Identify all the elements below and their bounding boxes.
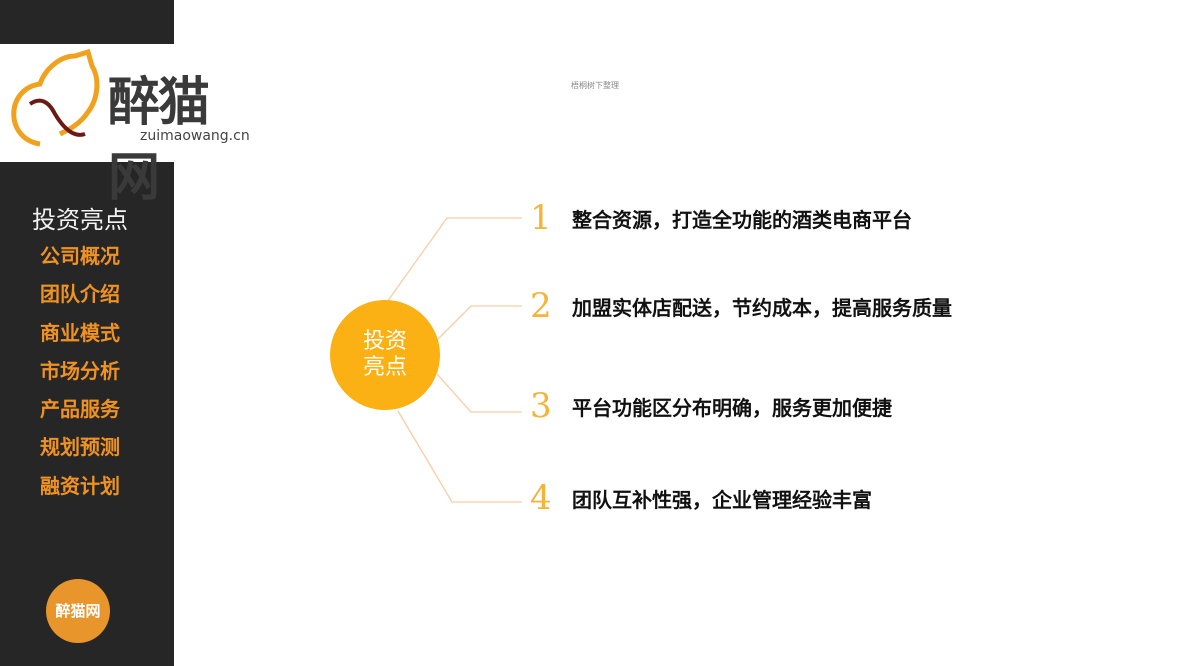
connector-3 <box>436 373 522 413</box>
sidebar-nav: 公司概况 团队介绍 商业模式 市场分析 产品服务 规划预测 融资计划 <box>40 240 120 508</box>
connector-1 <box>386 217 522 303</box>
point-number: 1 <box>530 198 552 238</box>
point-text: 整合资源，打造全功能的酒类电商平台 <box>572 207 912 232</box>
sidebar-item-business-model[interactable]: 商业模式 <box>40 320 120 345</box>
point-text: 平台功能区分布明确，服务更加便捷 <box>572 395 892 420</box>
sidebar-title: 投资亮点 <box>32 206 128 234</box>
brand-badge[interactable]: 醉猫网 <box>46 579 110 643</box>
point-number: 2 <box>530 286 552 326</box>
sidebar-item-forecast[interactable]: 规划预测 <box>40 435 120 460</box>
cat-logo-icon <box>11 48 100 147</box>
logo-wordmark: 醉猫网 <box>108 73 210 208</box>
sidebar-item-company[interactable]: 公司概况 <box>40 244 120 268</box>
hub-label: 投资亮点 <box>362 329 407 380</box>
sidebar-item-team[interactable]: 团队介绍 <box>40 282 120 307</box>
point-4: 4 团队互补性强，企业管理经验丰富 <box>530 478 872 518</box>
sidebar: 醉猫网 zuimaowang.cn 投资亮点 公司概况 团队介绍 商业模式 市场… <box>0 0 250 666</box>
hub-circle: 投资亮点 <box>330 300 440 410</box>
sidebar-item-market[interactable]: 市场分析 <box>40 358 120 383</box>
caption: 梧桐树下整理 <box>571 81 619 90</box>
point-text: 加盟实体店配送，节约成本，提高服务质量 <box>572 295 952 320</box>
point-1: 1 整合资源，打造全功能的酒类电商平台 <box>530 198 912 238</box>
logo-url: zuimaowang.cn <box>140 128 250 144</box>
sidebar-item-products[interactable]: 产品服务 <box>40 397 120 422</box>
point-text: 团队互补性强，企业管理经验丰富 <box>572 487 872 512</box>
logo: 醉猫网 zuimaowang.cn <box>0 44 250 208</box>
point-3: 3 平台功能区分布明确，服务更加便捷 <box>530 386 892 426</box>
connector-4 <box>397 410 522 503</box>
point-number: 3 <box>530 386 552 426</box>
sidebar-item-financing[interactable]: 融资计划 <box>40 473 120 498</box>
connector-2 <box>436 305 522 341</box>
point-2: 2 加盟实体店配送，节约成本，提高服务质量 <box>530 286 952 326</box>
point-number: 4 <box>530 478 552 518</box>
